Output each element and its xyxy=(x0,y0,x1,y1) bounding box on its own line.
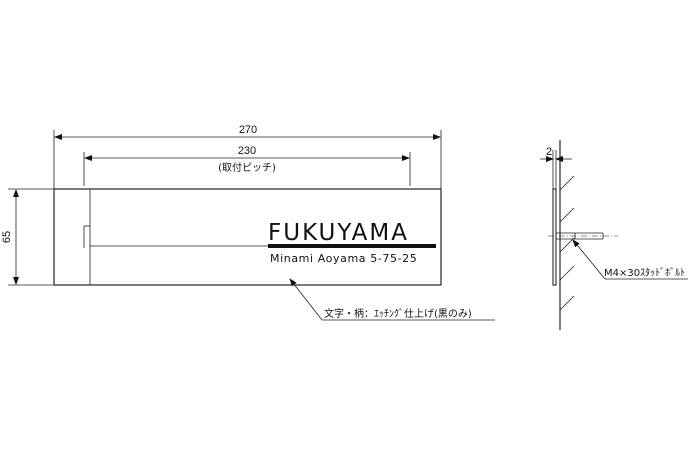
dim-overall-width: 270 xyxy=(53,124,442,189)
etched-rule-bold xyxy=(268,244,436,248)
dim-height: 65 xyxy=(1,188,54,286)
side-view: 2 M4×30ｽﾀｯﾄﾞﾎﾞﾙﾄ xyxy=(540,140,688,330)
bolt-leader xyxy=(572,239,606,280)
plate-name: FUKUYAMA xyxy=(268,220,409,246)
side-plate xyxy=(552,188,557,286)
finish-note: 文字・柄：ｴｯﾁﾝｸﾞ仕上げ(黒のみ) xyxy=(289,278,495,321)
front-view: FUKUYAMA Minami Aoyama 5-75-25 xyxy=(53,188,442,286)
bolt-note-text: M4×30ｽﾀｯﾄﾞﾎﾞﾙﾄ xyxy=(604,267,685,279)
plate-outline xyxy=(53,188,442,286)
dim-mount-pitch: 230 (取付ピッチ) xyxy=(83,145,411,186)
plate-address: Minami Aoyama 5-75-25 xyxy=(270,252,417,265)
dim-label-pitch: 230 xyxy=(238,145,256,157)
dim-label-thickness: 2 xyxy=(546,146,552,158)
dim-label-overall: 270 xyxy=(239,124,257,136)
dim-label-height: 65 xyxy=(1,231,13,243)
finish-note-text: 文字・柄：ｴｯﾁﾝｸﾞ仕上げ(黒のみ) xyxy=(324,307,472,320)
dim-note-pitch: (取付ピッチ) xyxy=(218,161,276,174)
finish-leader xyxy=(289,278,323,321)
